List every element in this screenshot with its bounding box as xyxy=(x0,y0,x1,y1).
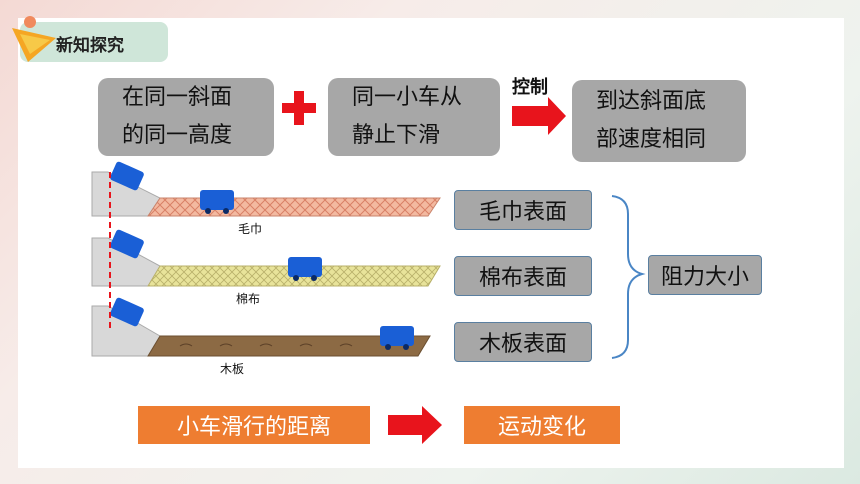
condition-1-line-2: 的同一高度 xyxy=(122,123,233,148)
resistance-box: 阻力大小 xyxy=(648,255,762,295)
car-icon xyxy=(110,161,144,191)
condition-box-2: 同一小车从 静止下滑 xyxy=(328,78,500,156)
surface-box-cotton: 棉布表面 xyxy=(454,256,592,296)
track-cotton xyxy=(91,229,441,287)
bracket-icon xyxy=(611,195,646,359)
result-line-2: 部速度相同 xyxy=(596,127,707,152)
car-icon xyxy=(380,326,414,350)
surface-box-towel: 毛巾表面 xyxy=(454,190,592,230)
car-icon xyxy=(110,229,144,259)
plus-icon xyxy=(282,91,316,125)
bottom-arrow-icon xyxy=(388,406,442,444)
distance-box: 小车滑行的距离 xyxy=(138,406,370,444)
motion-change-box: 运动变化 xyxy=(464,406,620,444)
control-label: 控制 xyxy=(512,77,548,98)
surface-box-wood: 木板表面 xyxy=(454,322,592,362)
car-icon xyxy=(110,297,144,327)
paper-plane-icon xyxy=(12,16,56,62)
condition-1-line-1: 在同一斜面 xyxy=(122,85,233,110)
result-box: 到达斜面底 部速度相同 xyxy=(572,80,746,162)
section-tag-text: 新知探究 xyxy=(56,36,124,56)
car-icon xyxy=(288,257,322,281)
track-towel xyxy=(91,161,441,217)
result-line-1: 到达斜面底 xyxy=(596,89,707,114)
car-icon xyxy=(200,190,234,214)
condition-box-1: 在同一斜面 的同一高度 xyxy=(98,78,274,156)
track-label-towel: 毛巾 xyxy=(238,222,263,236)
control-arrow-icon xyxy=(512,97,566,135)
condition-2-line-2: 静止下滑 xyxy=(352,123,441,148)
track-wood xyxy=(91,297,431,357)
track-label-wood: 木板 xyxy=(220,362,245,376)
condition-2-line-1: 同一小车从 xyxy=(352,85,463,110)
track-label-cotton: 棉布 xyxy=(236,292,261,306)
